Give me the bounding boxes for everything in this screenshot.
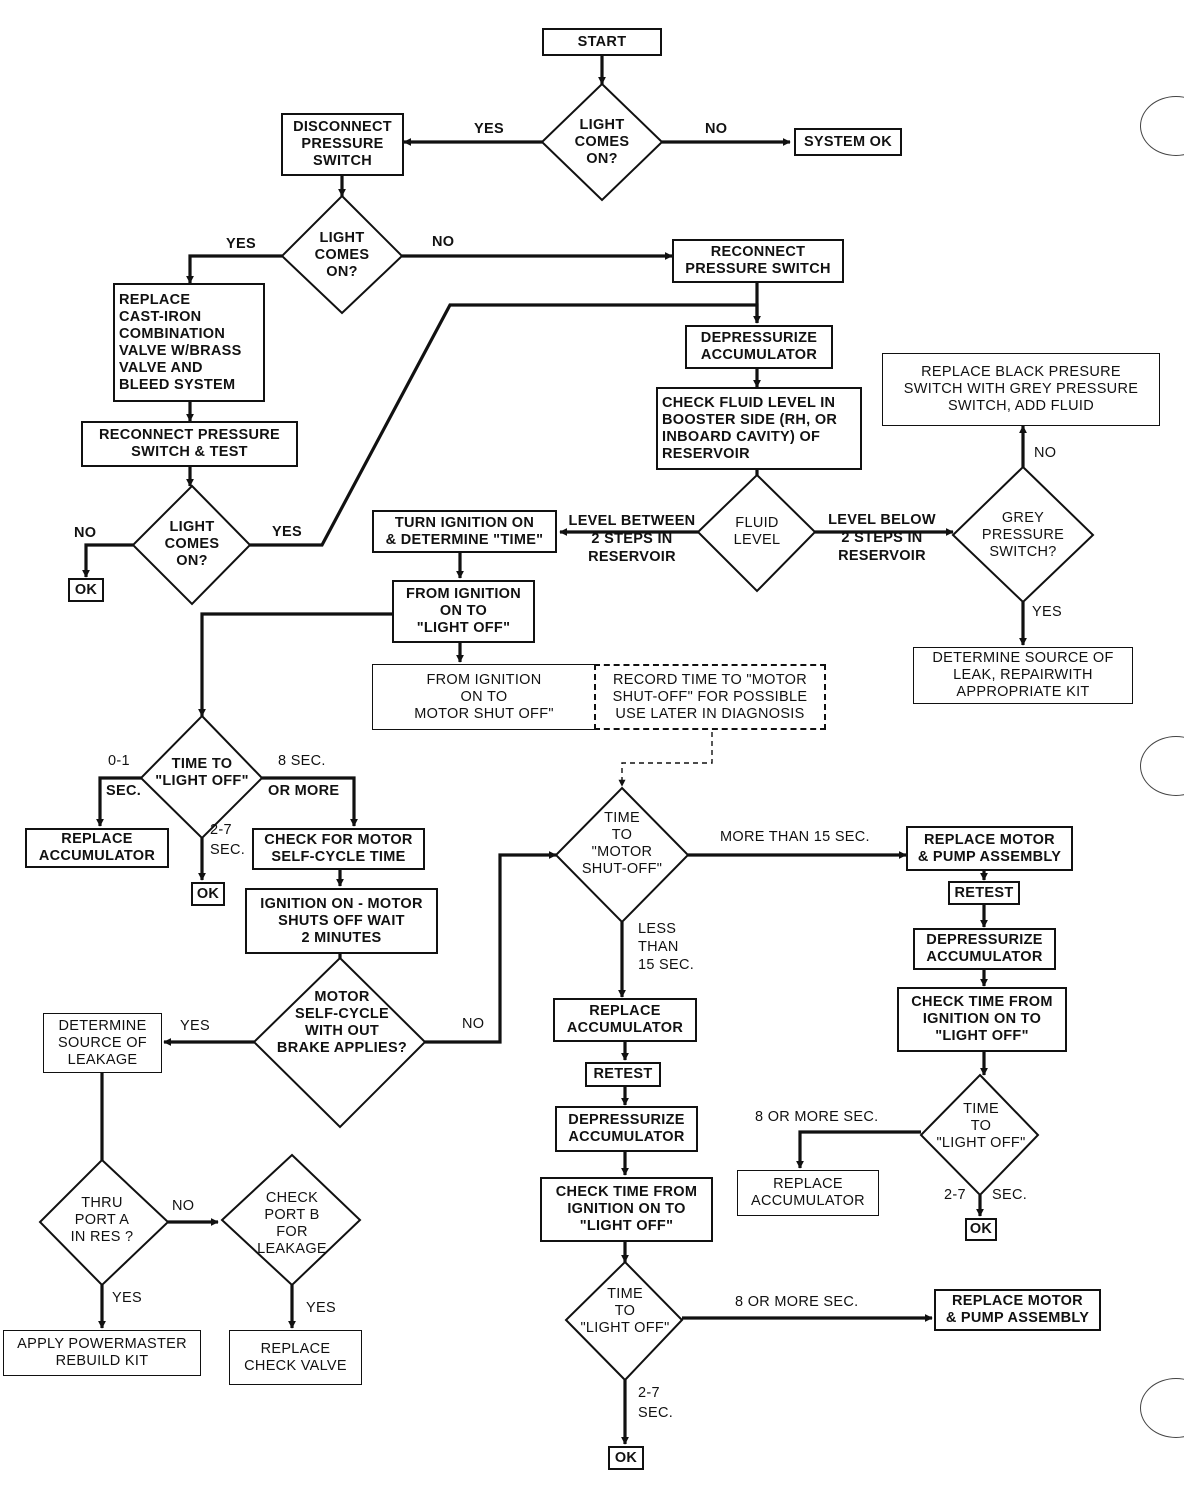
decision-thru-port-text: THRU PORT A IN RES ? [70, 1194, 134, 1245]
label-sec-1: SEC. [106, 783, 142, 799]
ok-box-4: OK [608, 1446, 644, 1470]
label-or-more: OR MORE [268, 783, 340, 799]
record-time-box: RECORD TIME TO "MOTOR SHUT-OFF" FOR POSS… [594, 664, 826, 730]
label-yes-7: YES [306, 1300, 336, 1316]
replace-valve-box: REPLACE CAST-IRON COMBINATION VALVE W/BR… [113, 283, 265, 402]
ok-box-2: OK [191, 882, 225, 906]
decision-fluid-shape [696, 473, 817, 593]
decision-light3-shape [131, 484, 252, 606]
decision-time-motor-text: TIME TO "MOTOR SHUT-OFF" [581, 810, 663, 877]
reconnect-switch-box: RECONNECT PRESSURE SWITCH [672, 239, 844, 283]
label-no-1: NO [705, 121, 728, 137]
label-no-5: NO [462, 1016, 485, 1032]
depressurize-box-1: DEPRESSURIZE ACCUMULATOR [685, 325, 833, 369]
retest-box-1: RETEST [948, 881, 1020, 905]
determine-leakage-box: DETERMINE SOURCE OF LEAKAGE [43, 1013, 162, 1073]
replace-black-switch-box: REPLACE BLACK PRESURE SWITCH WITH GREY P… [882, 353, 1160, 426]
decision-time-b-text: TIME TO "LIGHT OFF" [580, 1285, 670, 1336]
label-eight-more-2: 8 OR MORE SEC. [735, 1294, 859, 1310]
check-fluid-box: CHECK FLUID LEVEL IN BOOSTER SIDE (RH, O… [656, 387, 862, 470]
label-no-4: NO [1034, 445, 1057, 461]
decision-light2-text: LIGHT COMES ON? [314, 229, 370, 280]
label-eight-more-1: 8 OR MORE SEC. [755, 1109, 879, 1125]
decision-light2-shape [280, 194, 404, 315]
decision-time-r-text: TIME TO "LIGHT OFF" [936, 1100, 1026, 1151]
label-yes-6: YES [112, 1290, 142, 1306]
disconnect-switch-box: DISCONNECT PRESSURE SWITCH [281, 113, 404, 176]
label-level-below: LEVEL BELOW 2 STEPS IN RESERVOIR [828, 512, 936, 564]
label-two-seven-1: 2-7 SEC. [210, 822, 246, 858]
determine-leak-repair-box: DETERMINE SOURCE OF LEAK, REPAIRWITH APP… [913, 647, 1133, 704]
decision-check-port-text: CHECK PORT B FOR LEAKAGE [257, 1190, 327, 1257]
label-yes-4: YES [1032, 604, 1062, 620]
decision-time-light-text: TIME TO "LIGHT OFF" [155, 756, 249, 789]
from-ignition-motor-box: FROM IGNITION ON TO MOTOR SHUT OFF" [372, 664, 596, 730]
check-time-box-1: CHECK TIME FROM IGNITION ON TO "LIGHT OF… [897, 987, 1067, 1052]
label-no-3: NO [74, 525, 97, 541]
label-no-6: NO [172, 1198, 195, 1214]
label-less-15: LESS THAN 15 SEC. [638, 921, 695, 973]
decision-fluid-text: FLUID LEVEL [733, 515, 781, 548]
start-box: START [542, 28, 662, 56]
replace-motor-pump-box-2: REPLACE MOTOR & PUMP ASSEMBLY [934, 1289, 1101, 1331]
decision-light1-shape [540, 82, 664, 202]
decision-grey-text: GREY PRESSURE SWITCH? [981, 509, 1065, 560]
ok-box-3: OK [965, 1218, 997, 1241]
turn-ignition-box: TURN IGNITION ON & DETERMINE "TIME" [372, 510, 557, 553]
label-eight-sec: 8 SEC. [278, 753, 326, 769]
label-sec-2: SEC. [992, 1187, 1028, 1203]
replace-accumulator-box-3: REPLACE ACCUMULATOR [737, 1170, 879, 1216]
label-two-seven-3: 2-7 SEC. [638, 1385, 674, 1421]
label-zero-one: 0-1 [108, 753, 130, 769]
ignition-motor-wait-box: IGNITION ON - MOTOR SHUTS OFF WAIT 2 MIN… [245, 888, 438, 954]
decision-self-cycle-shape [252, 956, 427, 1129]
label-yes-5: YES [180, 1018, 210, 1034]
reconnect-test-box: RECONNECT PRESSURE SWITCH & TEST [81, 421, 298, 467]
label-no-2: NO [432, 234, 455, 250]
label-yes-2: YES [226, 236, 256, 252]
replace-check-valve-box: REPLACE CHECK VALVE [229, 1330, 362, 1385]
label-yes-3: YES [272, 524, 302, 540]
decision-light1-text: LIGHT COMES ON? [574, 116, 630, 167]
replace-accumulator-box-1: REPLACE ACCUMULATOR [25, 828, 169, 868]
apply-kit-box: APPLY POWERMASTER REBUILD KIT [3, 1330, 201, 1376]
depressurize-box-2: DEPRESSURIZE ACCUMULATOR [913, 928, 1056, 970]
retest-box-2: RETEST [585, 1062, 661, 1087]
decision-self-cycle-text: MOTOR SELF-CYCLE WITH OUT BRAKE APPLIES? [276, 989, 408, 1056]
label-level-between: LEVEL BETWEEN 2 STEPS IN RESERVOIR [568, 513, 696, 565]
label-two-seven-2: 2-7 [944, 1187, 966, 1203]
decision-light3-text: LIGHT COMES ON? [164, 518, 220, 569]
check-time-box-2: CHECK TIME FROM IGNITION ON TO "LIGHT OF… [540, 1177, 713, 1242]
from-ignition-light-box: FROM IGNITION ON TO "LIGHT OFF" [392, 580, 535, 643]
label-more-15: MORE THAN 15 SEC. [720, 829, 870, 845]
replace-accumulator-box-2: REPLACE ACCUMULATOR [553, 998, 697, 1042]
ok-box-1: OK [68, 578, 104, 602]
depressurize-box-3: DEPRESSURIZE ACCUMULATOR [555, 1106, 698, 1152]
check-motor-box: CHECK FOR MOTOR SELF-CYCLE TIME [252, 828, 425, 870]
system-ok-box: SYSTEM OK [794, 128, 902, 156]
label-yes-1: YES [474, 121, 504, 137]
replace-motor-pump-box-1: REPLACE MOTOR & PUMP ASSEMBLY [906, 826, 1073, 871]
